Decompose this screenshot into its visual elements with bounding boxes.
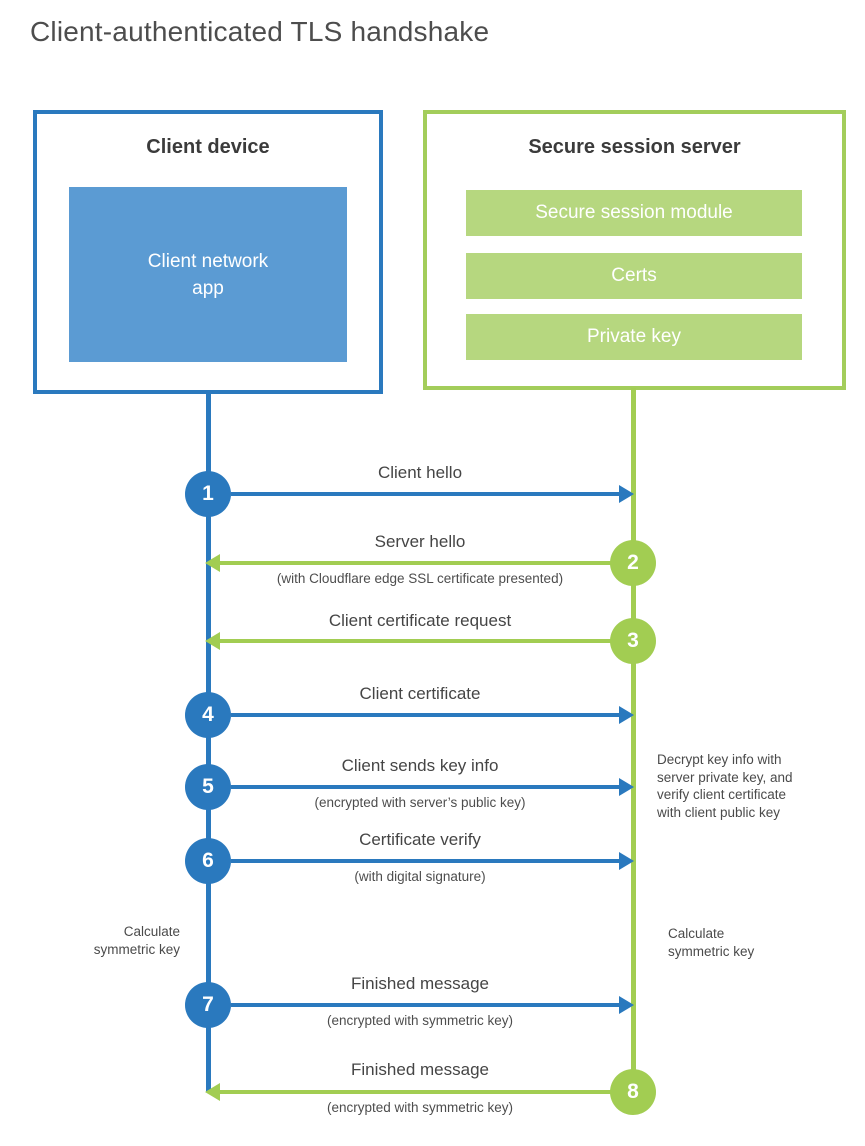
client-device-title: Client device (146, 136, 270, 158)
step-8-label: Finished message (351, 1060, 489, 1079)
server-calculate-key-note: Calculate symmetric key (668, 925, 798, 960)
step-2-subtext: (with Cloudflare edge SSL certificate pr… (276, 571, 564, 586)
client-calculate-key-line1: Calculate (123, 924, 180, 939)
step-1-label: Client hello (377, 463, 463, 482)
step-6-number-badge: 6 (185, 838, 231, 884)
step-6-subtext: (with digital signature) (354, 869, 486, 884)
step-7-subtext: (encrypted with symmetric key) (326, 1013, 514, 1028)
page-title: Client-authenticated TLS handshake (30, 16, 490, 47)
step-7-arrow-line (231, 1003, 619, 1007)
step-4-arrow-line (231, 713, 619, 717)
secure-session-server-box: Secure session server Secure session mod… (423, 110, 846, 390)
client-calculate-key-note: Calculate symmetric key (60, 923, 180, 958)
step-4-label: Client certificate (359, 684, 481, 703)
server-title: Secure session server (528, 136, 741, 158)
step-5-arrow-line (231, 785, 619, 789)
server-decrypt-note-line1: Decrypt key info with (657, 752, 782, 767)
server-calculate-key-line2: symmetric key (668, 943, 755, 959)
step-8-arrow-line (220, 1090, 611, 1094)
server-module-bar: Secure session module (466, 190, 802, 236)
client-network-app-box: Client network app (69, 187, 347, 362)
client-lifeline (206, 392, 211, 1092)
step-8-subtext: (encrypted with symmetric key) (326, 1100, 514, 1115)
step-6-label: Certificate verify (359, 830, 481, 849)
server-decrypt-note-line2: server private key, and (657, 769, 793, 785)
step-4-arrowhead-right-icon (619, 706, 634, 724)
step-4-number-badge: 4 (185, 692, 231, 738)
step-6-arrowhead-right-icon (619, 852, 634, 870)
step-5-label: Client sends key info (341, 756, 499, 775)
step-5-subtext: (encrypted with server’s public key) (314, 795, 526, 810)
step-1-arrow-line (231, 492, 619, 496)
step-8-arrowhead-left-icon (205, 1083, 220, 1101)
client-device-box: Client device Client network app (33, 110, 383, 394)
client-app-label-line2: app (192, 277, 224, 299)
step-3-number-badge: 3 (610, 618, 656, 664)
step-7-arrowhead-right-icon (619, 996, 634, 1014)
client-app-label-line1: Client network (147, 250, 269, 272)
server-calculate-key-line1: Calculate (668, 926, 725, 941)
server-lifeline (631, 388, 636, 1092)
step-5-arrowhead-right-icon (619, 778, 634, 796)
server-certs-bar: Certs (466, 253, 802, 299)
step-3-arrowhead-left-icon (205, 632, 220, 650)
step-6-arrow-line (231, 859, 619, 863)
step-2-arrow-line (220, 561, 611, 565)
server-private-key-bar: Private key (466, 314, 802, 360)
step-3-arrow-line (220, 639, 611, 643)
step-1-number-badge: 1 (185, 471, 231, 517)
server-decrypt-note-line3: verify client certificate (657, 787, 787, 802)
step-8-number-badge: 8 (610, 1069, 656, 1115)
step-1-arrowhead-right-icon (619, 485, 634, 503)
step-5-number-badge: 5 (185, 764, 231, 810)
server-decrypt-note-line4: with client public key (657, 804, 781, 820)
server-decrypt-note: Decrypt key info with server private key… (657, 751, 847, 821)
step-7-label: Finished message (351, 974, 489, 993)
step-2-arrowhead-left-icon (205, 554, 220, 572)
step-2-number-badge: 2 (610, 540, 656, 586)
step-7-number-badge: 7 (185, 982, 231, 1028)
client-calculate-key-line2: symmetric key (93, 941, 180, 957)
step-3-label: Client certificate request (328, 611, 512, 630)
step-2-label: Server hello (374, 532, 466, 551)
